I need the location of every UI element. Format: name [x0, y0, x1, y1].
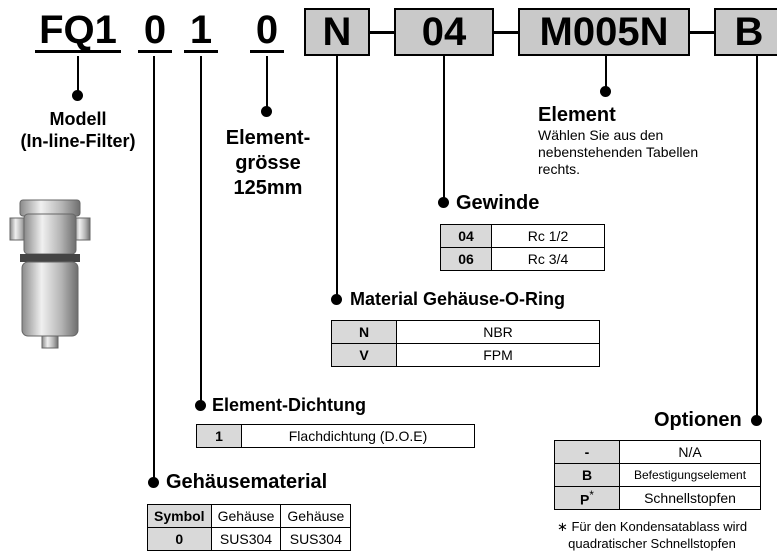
table-cell: - [554, 440, 620, 464]
table-cell: Schnellstopfen [619, 486, 761, 510]
modell-caption: Modell (In-line-Filter) [0, 108, 156, 152]
size-leader [266, 56, 268, 112]
gehaeuse-title: Gehäusematerial [166, 471, 328, 493]
element-desc3: rechts. [538, 161, 581, 177]
oring-title: Material Gehäuse-O-Ring [350, 289, 566, 309]
footnote-star: * [589, 488, 594, 502]
gewinde-table: 04 Rc 1/2 06 Rc 3/4 [440, 224, 605, 271]
optionen-table: - N/A B Befestigungselement P* Schnellst… [554, 440, 761, 510]
code-element: M005N [518, 8, 690, 56]
code-housing-material: 0 [138, 10, 172, 53]
gewinde-dot [438, 197, 449, 208]
gehaeuse-table: Symbol Gehäuse Gehäuse 0 SUS304 SUS304 [147, 504, 352, 551]
oring-dot [331, 294, 342, 305]
table-cell: SUS304 [210, 527, 282, 551]
size-line2: grösse [235, 152, 301, 174]
option-symbol: P [580, 491, 590, 508]
gewinde-title: Gewinde [456, 192, 540, 214]
table-cell: N/A [619, 440, 761, 464]
filter-image [9, 199, 91, 349]
dash [370, 31, 394, 34]
table-row: 1 Flachdichtung (D.O.E) [196, 424, 475, 448]
size-line3: 125mm [233, 177, 303, 199]
table-row: V FPM [331, 343, 600, 367]
dichtung-table: 1 Flachdichtung (D.O.E) [196, 424, 475, 448]
element-desc2: nebenstehenden Tabellen [538, 144, 699, 160]
table-row: 0 SUS304 SUS304 [147, 527, 352, 551]
table-cell: Flachdichtung (D.O.E) [241, 424, 475, 448]
table-cell: V [331, 343, 397, 367]
optionen-note1: ∗ Für den Kondensatablass wird [556, 519, 748, 534]
code-option: B [714, 8, 777, 56]
table-cell: B [554, 463, 620, 487]
element-dot [600, 86, 611, 97]
dash [494, 31, 518, 34]
oring-leader [336, 56, 338, 300]
element-title: Element [538, 104, 616, 126]
optionen-title: Optionen [654, 409, 742, 431]
table-cell: Befestigungselement [619, 463, 761, 487]
table-cell: 04 [440, 224, 492, 248]
element-desc: Wählen Sie aus den nebenstehenden Tabell… [538, 127, 698, 178]
table-cell: Rc 1/2 [491, 224, 605, 248]
size-line1: Element- [225, 127, 311, 149]
header-cell: Gehäuse [210, 504, 282, 528]
size-dot [261, 106, 272, 117]
code-oring: N [304, 8, 370, 56]
code-thread: 04 [394, 8, 494, 56]
code-element-size: 0 [250, 10, 284, 53]
header-cell: Gehäuse [280, 504, 352, 528]
table-header: Symbol Gehäuse Gehäuse [147, 504, 352, 528]
modell-leader [77, 56, 79, 96]
table-cell: NBR [396, 320, 600, 344]
table-cell: N [331, 320, 397, 344]
dichtung-dot [195, 400, 206, 411]
table-cell: Rc 3/4 [491, 247, 605, 271]
element-leader [605, 56, 607, 92]
modell-dot [72, 90, 83, 101]
code-element-seal: 1 [184, 10, 218, 53]
table-row: 06 Rc 3/4 [440, 247, 605, 271]
oring-table: N NBR V FPM [331, 320, 600, 367]
modell-line1: Modell [49, 109, 107, 129]
header-cell: Symbol [147, 504, 212, 528]
modell-line2: (In-line-Filter) [20, 131, 136, 151]
table-cell: 1 [196, 424, 242, 448]
table-row: B Befestigungselement [554, 463, 761, 487]
table-row: N NBR [331, 320, 600, 344]
table-cell: FPM [396, 343, 600, 367]
table-row: P* Schnellstopfen [554, 486, 761, 510]
gehaeuse-dot [148, 477, 159, 488]
optionen-leader [756, 56, 758, 420]
dash [690, 31, 714, 34]
table-cell: 06 [440, 247, 492, 271]
size-caption: Element- grösse 125mm [208, 126, 328, 201]
dichtung-title: Element-Dichtung [212, 395, 367, 415]
dichtung-leader [200, 56, 202, 404]
optionen-note2: quadratischer Schnellstopfen [568, 536, 736, 551]
gewinde-leader [443, 56, 445, 202]
table-row: - N/A [554, 440, 761, 464]
table-cell: 0 [147, 527, 212, 551]
gehaeuse-leader [153, 56, 155, 480]
table-row: 04 Rc 1/2 [440, 224, 605, 248]
table-cell: P* [554, 486, 620, 510]
table-cell: SUS304 [280, 527, 352, 551]
code-prefix: FQ1 [35, 10, 121, 53]
optionen-dot [751, 415, 762, 426]
optionen-note: ∗ Für den Kondensatablass wird quadratis… [528, 518, 776, 552]
element-desc1: Wählen Sie aus den [538, 127, 664, 143]
